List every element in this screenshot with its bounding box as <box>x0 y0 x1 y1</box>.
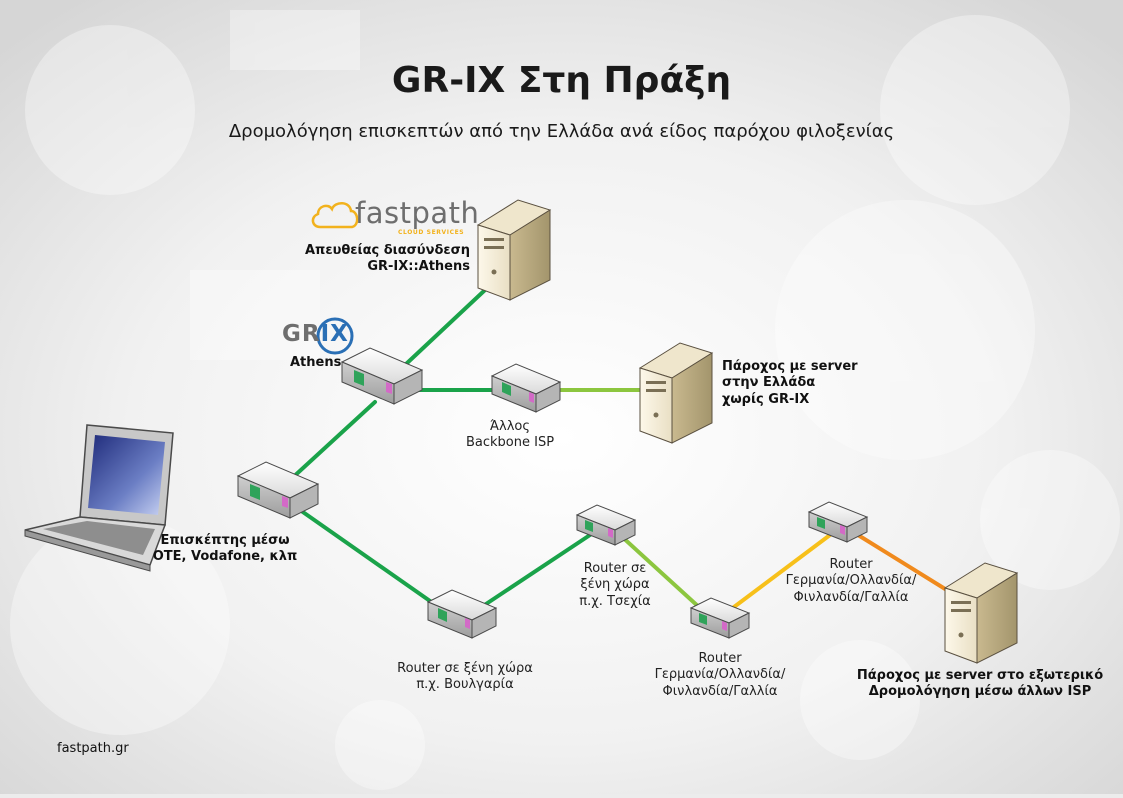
router-icon-eu1 <box>689 597 751 639</box>
router-icon-czech <box>575 504 637 546</box>
label-router-eu2: Router Γερμανία/Ολλανδία/ Φινλανδία/Γαλλ… <box>771 557 931 606</box>
router-icon-eu2 <box>807 501 869 543</box>
cloud-icon <box>311 202 359 229</box>
label-line: ξένη χώρα <box>580 577 650 593</box>
label-fastpath-server: Απευθείας διασύνδεση GR-IX::Athens <box>250 243 470 276</box>
label-line: Δρομολόγηση μέσω άλλων ISP <box>868 684 1092 700</box>
label-line: Router <box>829 557 873 572</box>
label-line: Επισκέπτης μέσω <box>160 533 290 548</box>
link-eu2-foreignserver <box>856 533 952 594</box>
link-visitor-grix <box>288 400 377 482</box>
router-icon-backbone <box>490 363 562 413</box>
grix-logo-ring <box>316 317 354 355</box>
footer-site: fastpath.gr <box>57 741 129 756</box>
label-line: στην Ελλάδα <box>722 375 816 391</box>
label-line: Άλλος <box>490 419 530 434</box>
label-backbone-router: Άλλος Backbone ISP <box>440 419 580 452</box>
label-grix-router: Athens <box>290 355 342 370</box>
label-line: π.χ. Τσεχία <box>579 593 651 609</box>
server-icon-greek <box>638 342 714 444</box>
label-line: Router <box>698 651 742 666</box>
label-line: Πάροχος με server <box>722 359 858 374</box>
label-line: OTE, Vodafone, κλπ <box>152 549 298 565</box>
label-line: χωρίς GR-IX <box>722 391 810 407</box>
label-router-eu1: Router Γερμανία/Ολλανδία/ Φινλανδία/Γαλλ… <box>640 651 800 700</box>
page-title: GR-IX Στη Πράξη <box>391 60 732 101</box>
router-icon-grix <box>340 347 424 405</box>
label-router-bulgaria: Router σε ξένη χώρα π.χ. Βουλγαρία <box>380 661 550 694</box>
grix-logo: GRIX <box>282 321 349 347</box>
label-line: Γερμανία/Ολλανδία/ <box>654 667 786 683</box>
background-bubbles <box>10 10 1120 790</box>
label-foreign-server: Πάροχος με server στο εξωτερικό Δρομολόγ… <box>840 668 1120 701</box>
grix-logo-gr: GR <box>282 321 321 347</box>
fastpath-logo: fastpath <box>355 196 479 230</box>
server-icon-foreign <box>943 562 1019 664</box>
link-grix-fastpath <box>403 288 487 367</box>
label-line: Φινλανδία/Γαλλία <box>793 589 909 605</box>
label-line: Πάροχος με server στο εξωτερικό <box>856 668 1104 683</box>
label-visitor: Επισκέπτης μέσω OTE, Vodafone, κλπ <box>140 533 310 566</box>
label-line: GR-IX::Athens <box>367 259 470 275</box>
laptop-icon <box>24 424 174 572</box>
label-line: Απευθείας διασύνδεση <box>305 243 470 258</box>
fastpath-wordmark: fastpath <box>355 196 480 230</box>
label-line: Backbone ISP <box>465 435 555 451</box>
label-router-czech: Router σε ξένη χώρα π.χ. Τσεχία <box>545 561 685 610</box>
link-eu1-eu2 <box>728 533 832 612</box>
link-bulgaria-czech <box>478 533 592 610</box>
label-line: Router σε <box>583 561 647 576</box>
grix-logo-i: I <box>320 321 331 347</box>
grix-logo-x: X <box>330 321 349 347</box>
fastpath-tagline: CLOUD SERVICES <box>398 229 465 236</box>
router-icon-visitor <box>236 461 320 519</box>
label-greek-server: Πάροχος με server στην Ελλάδα χωρίς GR-I… <box>722 359 858 408</box>
label-line: Φινλανδία/Γαλλία <box>662 683 778 699</box>
label-line: Router σε ξένη χώρα <box>397 661 533 676</box>
link-czech-eu1 <box>618 533 702 610</box>
label-line: π.χ. Βουλγαρία <box>416 677 514 693</box>
router-icon-bulgaria <box>426 589 498 639</box>
label-line: Γερμανία/Ολλανδία/ <box>785 573 917 589</box>
page-subtitle: Δρομολόγηση επισκεπτών από την Ελλάδα αν… <box>228 121 895 142</box>
server-icon-fastpath <box>476 199 552 301</box>
link-visitor-bulgaria <box>298 508 442 610</box>
links <box>162 288 952 612</box>
